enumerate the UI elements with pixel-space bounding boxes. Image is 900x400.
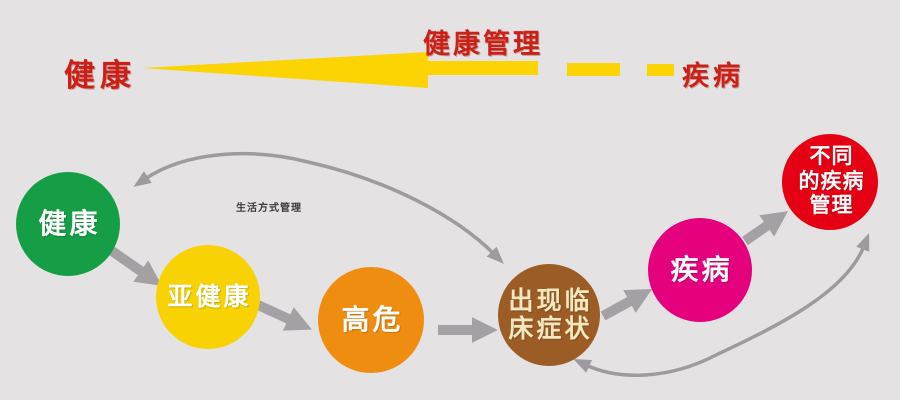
node-label: 的疾病: [798, 169, 865, 193]
node-label: 床症状: [508, 315, 593, 343]
spectrum-bar: [424, 61, 538, 75]
node-disease: 疾病: [648, 218, 752, 322]
node-health: 健康: [16, 172, 120, 276]
node-label: 亚健康: [167, 283, 252, 311]
spectrum-left-label: 健康: [64, 58, 136, 93]
node-clinical-symptoms: 出现临 床症状: [498, 264, 600, 366]
node-sub-health: 亚健康: [156, 245, 260, 349]
node-label: 疾病: [670, 254, 733, 286]
spectrum-dash-1: [567, 63, 620, 76]
node-label: 高危: [341, 304, 404, 336]
node-label: 不同: [809, 144, 854, 168]
spectrum-dash-2: [647, 64, 674, 76]
node-label: 管理: [809, 194, 854, 218]
arrow-subhealth-to-highrisk: [255, 300, 312, 331]
arrow-health-to-subhealth: [109, 246, 163, 286]
lifestyle-management-label: 生活方式管理: [236, 203, 302, 214]
arrow-disease-to-management: [742, 211, 789, 246]
node-label: 健康: [38, 208, 101, 240]
curve-disease-management-feedback: [573, 232, 870, 377]
node-high-risk: 高危: [318, 267, 424, 373]
arrow-symptoms-to-disease: [600, 288, 653, 321]
spectrum-right-label: 疾病: [682, 61, 744, 91]
diagram-title: 健康管理: [423, 29, 543, 59]
node-disease-management: 不同 的疾病 管理: [782, 134, 878, 230]
spectrum-taper-arrow: [142, 52, 428, 88]
node-label: 出现临: [508, 287, 593, 315]
curve-lifestyle-management: [133, 151, 504, 264]
